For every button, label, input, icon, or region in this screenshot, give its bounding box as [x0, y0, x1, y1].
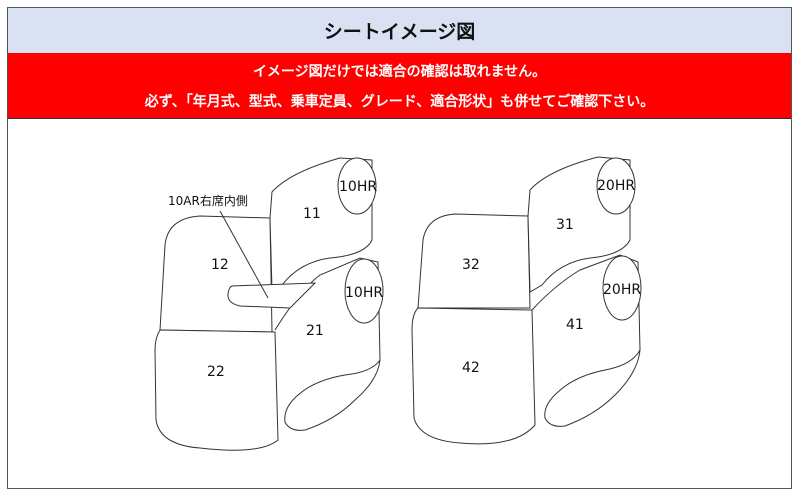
warning-line-1: イメージ図だけでは適合の確認は取れません。: [252, 64, 547, 80]
headrest-20hr-bottom: [602, 255, 642, 321]
label-10hr-bottom: 10HR: [345, 285, 383, 301]
label-31: 31: [556, 217, 574, 233]
left-seat-group: 10AR右席内側 11 12 21 22 10HR 10HR: [154, 157, 384, 451]
headrest-20hr-top: [596, 157, 636, 215]
seat-image-panel: シートイメージ図 イメージ図だけでは適合の確認は取れません。 必ず、「年月式、型…: [7, 7, 792, 489]
label-32: 32: [462, 257, 480, 273]
label-42: 42: [462, 360, 480, 376]
warning-banner: イメージ図だけでは適合の確認は取れません。 必ず、「年月式、型式、乗車定員、グレ…: [8, 53, 791, 119]
armrest-note: 10AR右席内側: [168, 193, 248, 208]
label-21: 21: [306, 323, 324, 339]
right-seat-group: 31 32 41 42 20HR 20HR: [411, 156, 642, 445]
seat-22-cushion: [154, 329, 279, 451]
warning-line-2: 必ず、「年月式、型式、乗車定員、グレード、適合形状」も併せてご確認下さい。: [144, 94, 655, 110]
armrest: [227, 282, 317, 309]
label-11: 11: [303, 206, 321, 222]
label-20hr-bottom: 20HR: [603, 282, 641, 298]
label-22: 22: [207, 364, 225, 380]
label-10hr-top: 10HR: [339, 179, 377, 195]
label-41: 41: [566, 317, 584, 333]
seat-42-cushion: [411, 307, 536, 445]
headrest-10hr-top: [337, 157, 377, 215]
headrest-10hr-bottom: [344, 258, 384, 324]
label-20hr-top: 20HR: [597, 178, 635, 194]
armrest-leader-line: [219, 210, 269, 299]
seat-32-back: [417, 213, 531, 309]
label-12: 12: [211, 257, 229, 273]
